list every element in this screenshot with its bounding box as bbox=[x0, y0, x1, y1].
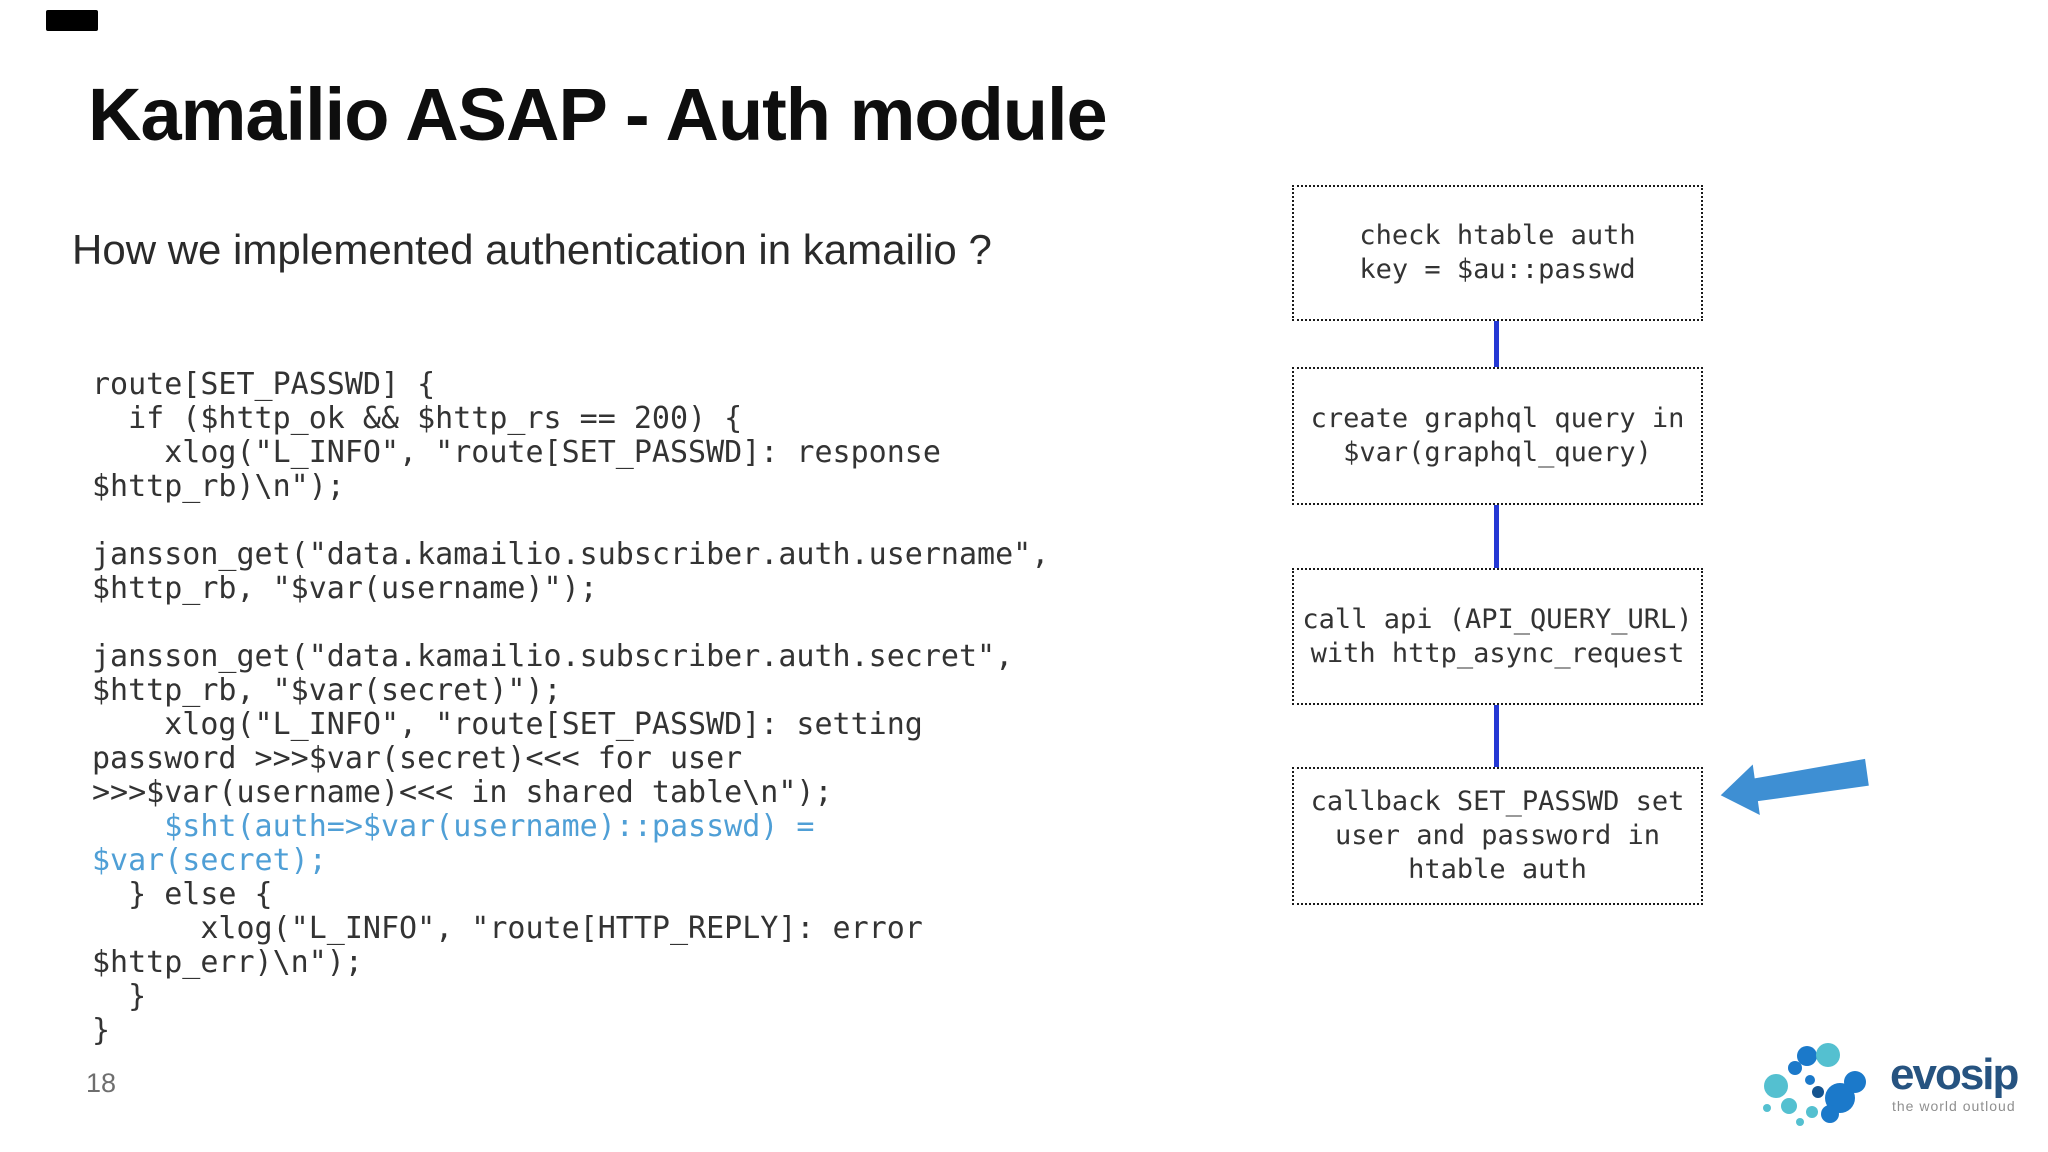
code-line: xlog("L_INFO", "route[SET_PASSWD]: setti… bbox=[92, 707, 923, 742]
code-line: $http_rb)\n"); bbox=[92, 469, 345, 504]
page-number: 18 bbox=[86, 1068, 117, 1098]
code-line bbox=[92, 606, 1172, 640]
code-line-highlighted: $var(secret); bbox=[92, 843, 327, 878]
flow-step-call-api: call api (API_QUERY_URL) with http_async… bbox=[1292, 568, 1703, 705]
flow-step-text: with http_async_request bbox=[1310, 637, 1685, 669]
code-block: route[SET_PASSWD] { if ($http_ok && $htt… bbox=[92, 368, 1172, 1048]
code-line: $http_rb, "$var(secret)"); bbox=[92, 673, 562, 708]
flow-step-callback: callback SET_PASSWD set user and passwor… bbox=[1292, 767, 1703, 905]
slide-title: Kamailio ASAP - Auth module bbox=[88, 73, 1108, 156]
code-line: xlog("L_INFO", "route[HTTP_REPLY]: error bbox=[92, 911, 923, 946]
flow-step-create-query: create graphql query in $var(graphql_que… bbox=[1292, 367, 1703, 505]
code-line: xlog("L_INFO", "route[SET_PASSWD]: respo… bbox=[92, 435, 941, 470]
flow-step-text: user and password in bbox=[1334, 820, 1661, 851]
code-line: >>>$var(username)<<< in shared table\n")… bbox=[92, 775, 833, 810]
code-line: } bbox=[92, 1013, 111, 1048]
code-line: $http_rb, "$var(username)"); bbox=[92, 571, 598, 606]
flow-step-text: htable auth bbox=[1408, 854, 1587, 885]
code-line-highlighted: $sht(auth=>$var(username)::passwd) = bbox=[92, 809, 815, 844]
evosip-wordmark: evosip bbox=[1890, 1050, 2019, 1099]
flow-step-text: create graphql query in bbox=[1310, 403, 1685, 434]
evosip-logo-mark-icon bbox=[1763, 1043, 1866, 1126]
code-line: $http_err)\n"); bbox=[92, 945, 363, 980]
evosip-logo: evosip the world outloud bbox=[1758, 1042, 2028, 1138]
flow-step-text: key = $au::passwd bbox=[1359, 254, 1636, 285]
code-line bbox=[92, 504, 1172, 538]
code-line: jansson_get("data.kamailio.subscriber.au… bbox=[92, 639, 1014, 674]
code-line: route[SET_PASSWD] { bbox=[92, 367, 436, 402]
code-line: } bbox=[92, 979, 147, 1014]
code-line: if ($http_ok && $http_rs == 200) { bbox=[92, 401, 743, 436]
code-line: jansson_get("data.kamailio.subscriber.au… bbox=[92, 537, 1050, 572]
callout-arrow-icon bbox=[1714, 742, 1874, 829]
flow-step-text: $var(graphql_query) bbox=[1343, 437, 1652, 468]
flow-step-text: callback SET_PASSWD set bbox=[1310, 786, 1685, 817]
code-line: password >>>$var(secret)<<< for user bbox=[92, 741, 743, 776]
flow-connector bbox=[1494, 505, 1499, 568]
code-line: } else { bbox=[92, 877, 273, 912]
slide-subtitle: How we implemented authentication in kam… bbox=[72, 226, 992, 273]
flow-step-text: check htable auth bbox=[1359, 220, 1636, 251]
flow-connector bbox=[1494, 321, 1499, 367]
top-left-marker bbox=[46, 10, 98, 31]
flow-connector bbox=[1494, 705, 1499, 767]
flow-step-text: call api (API_QUERY_URL) bbox=[1302, 603, 1693, 635]
evosip-tagline: the world outloud bbox=[1892, 1098, 2016, 1114]
flow-step-check-htable: check htable auth key = $au::passwd bbox=[1292, 185, 1703, 321]
